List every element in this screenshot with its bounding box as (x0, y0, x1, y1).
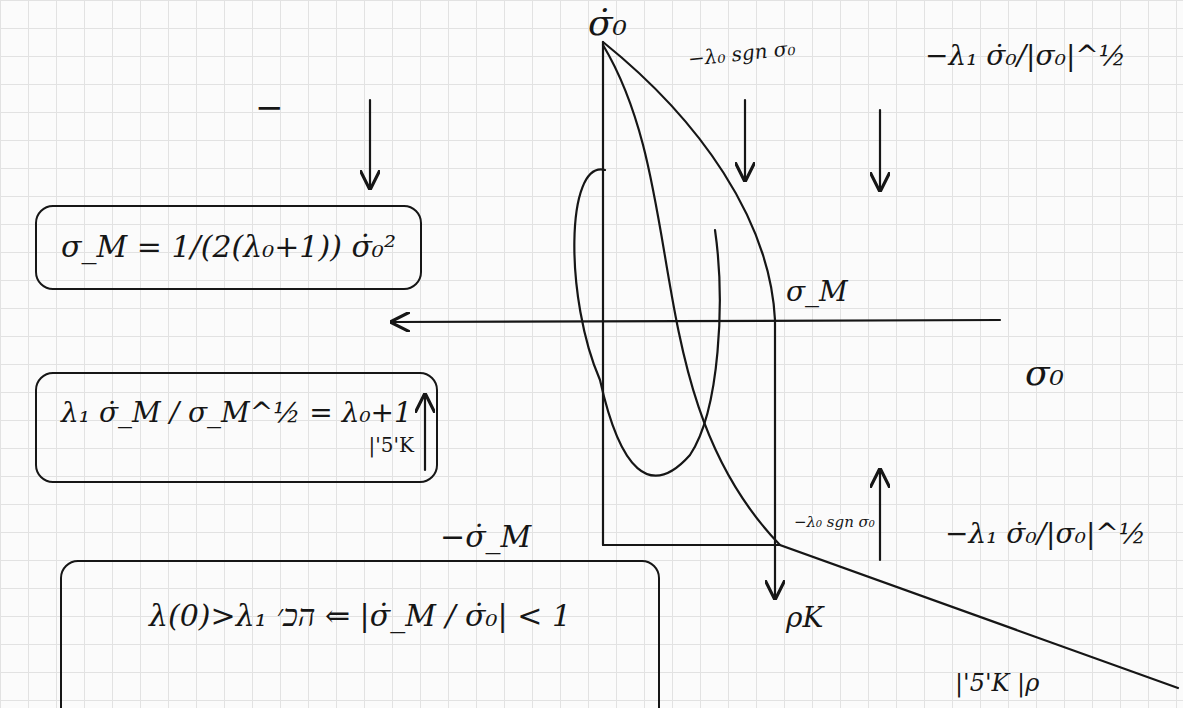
term-label: −λ₁ σ̇₀/|σ₀|^½ (945, 518, 1146, 550)
horizontal-axis (392, 320, 1000, 322)
flow-arrow (424, 395, 426, 470)
flow-arrow (744, 100, 746, 180)
term-label: −λ₀ sgn σ₀ (687, 37, 797, 71)
flow-arrow (369, 100, 371, 188)
axis-label: σ̇₀ (588, 2, 627, 43)
note-label: ρK (786, 602, 823, 634)
level-line (603, 544, 780, 546)
level-label: −σ̇_M (440, 520, 531, 555)
point-label: σ_M (786, 276, 848, 308)
term-label: −λ₁ σ̇₀/|σ₀|^½ (925, 40, 1126, 72)
upper-curve (603, 42, 775, 320)
loop-curve (574, 169, 719, 475)
condition-box: λ(0)>λ₁ הכ׳ ⇐ |σ̇_M / σ̇₀| < 1 (60, 560, 660, 708)
axis-label: σ₀ (1025, 352, 1064, 393)
formula-text: σ_M = 1/(2(λ₀+1)) σ̇₀² (61, 229, 396, 264)
sign-mark: − (255, 88, 284, 127)
term-label: −λ₀ sgn σ₀ (792, 514, 877, 531)
drop-line (774, 320, 776, 598)
note-label: |'5'K |ρ (955, 670, 1039, 698)
formula-text: λ₁ σ̇_M / σ_M^½ = λ₀+1 (61, 396, 412, 429)
flow-arrow (879, 470, 881, 560)
lower-curve (603, 45, 1178, 688)
flow-arrow (879, 110, 881, 190)
note-text: |'5'K (369, 433, 414, 457)
formula-box: σ_M = 1/(2(λ₀+1)) σ̇₀² (35, 205, 422, 290)
formula-box: λ₁ σ̇_M / σ_M^½ = λ₀+1 |'5'K (35, 372, 438, 483)
vertical-axis (602, 42, 604, 545)
formula-text: λ(0)>λ₁ הכ׳ ⇐ |σ̇_M / σ̇₀| < 1 (149, 598, 571, 633)
